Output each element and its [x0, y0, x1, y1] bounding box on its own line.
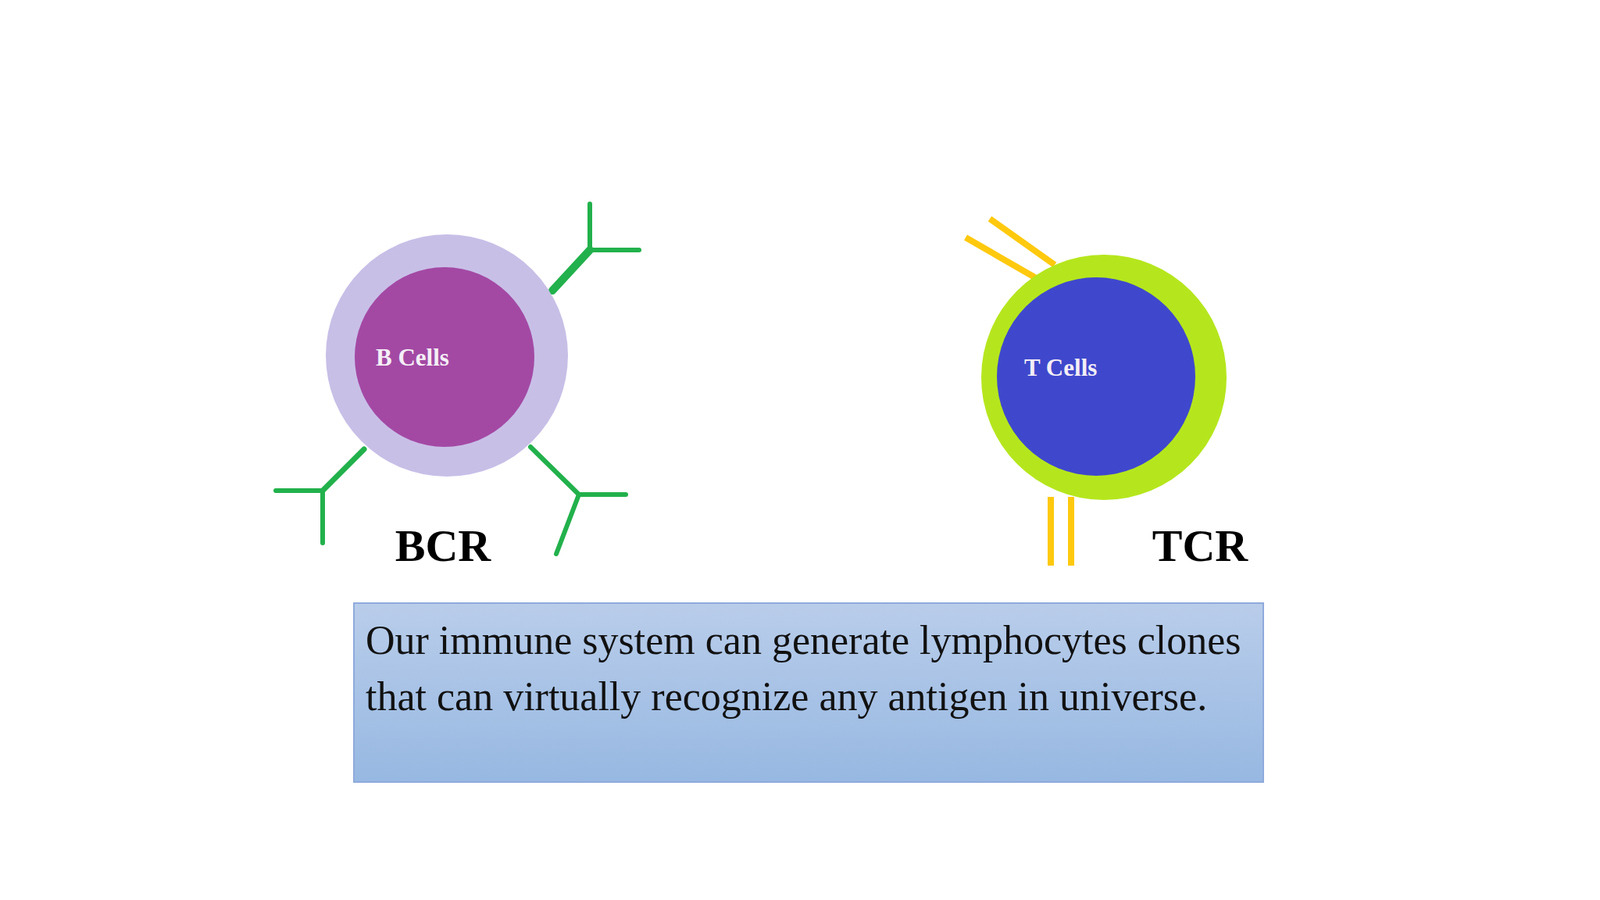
antibody-arm	[556, 494, 579, 554]
tcr-chain	[989, 218, 1055, 265]
antibody-arm	[578, 492, 626, 497]
note-box: Our immune system can generate lymphocyt…	[353, 602, 1265, 783]
cell-name: T Cells	[1024, 355, 1097, 380]
receptor-label: BCR	[395, 523, 491, 569]
cell-nucleus	[354, 267, 535, 447]
receptor-label: TCR	[1152, 523, 1248, 569]
bcr-antibodies	[275, 203, 640, 554]
cell-name: B Cells	[375, 345, 450, 370]
antibody-arm	[589, 247, 640, 253]
antibody-stem	[552, 250, 590, 291]
tcr-chain	[1067, 496, 1075, 566]
t-cell-circle: T Cells	[981, 254, 1227, 500]
antibody-arm	[587, 203, 593, 250]
antibody-arm	[275, 488, 323, 493]
antibody-arm	[320, 490, 325, 543]
antibody-stem	[530, 446, 579, 495]
cell-membrane	[325, 234, 568, 477]
note-text: Our immune system can generate lymphocyt…	[365, 612, 1254, 725]
cell-membrane	[981, 254, 1227, 500]
b-cell-circle: B Cells	[325, 234, 568, 477]
cell-shape	[981, 254, 1227, 500]
antibody-stem	[322, 449, 365, 491]
tcr-chain	[1047, 496, 1054, 566]
cell-nucleus	[996, 277, 1196, 476]
